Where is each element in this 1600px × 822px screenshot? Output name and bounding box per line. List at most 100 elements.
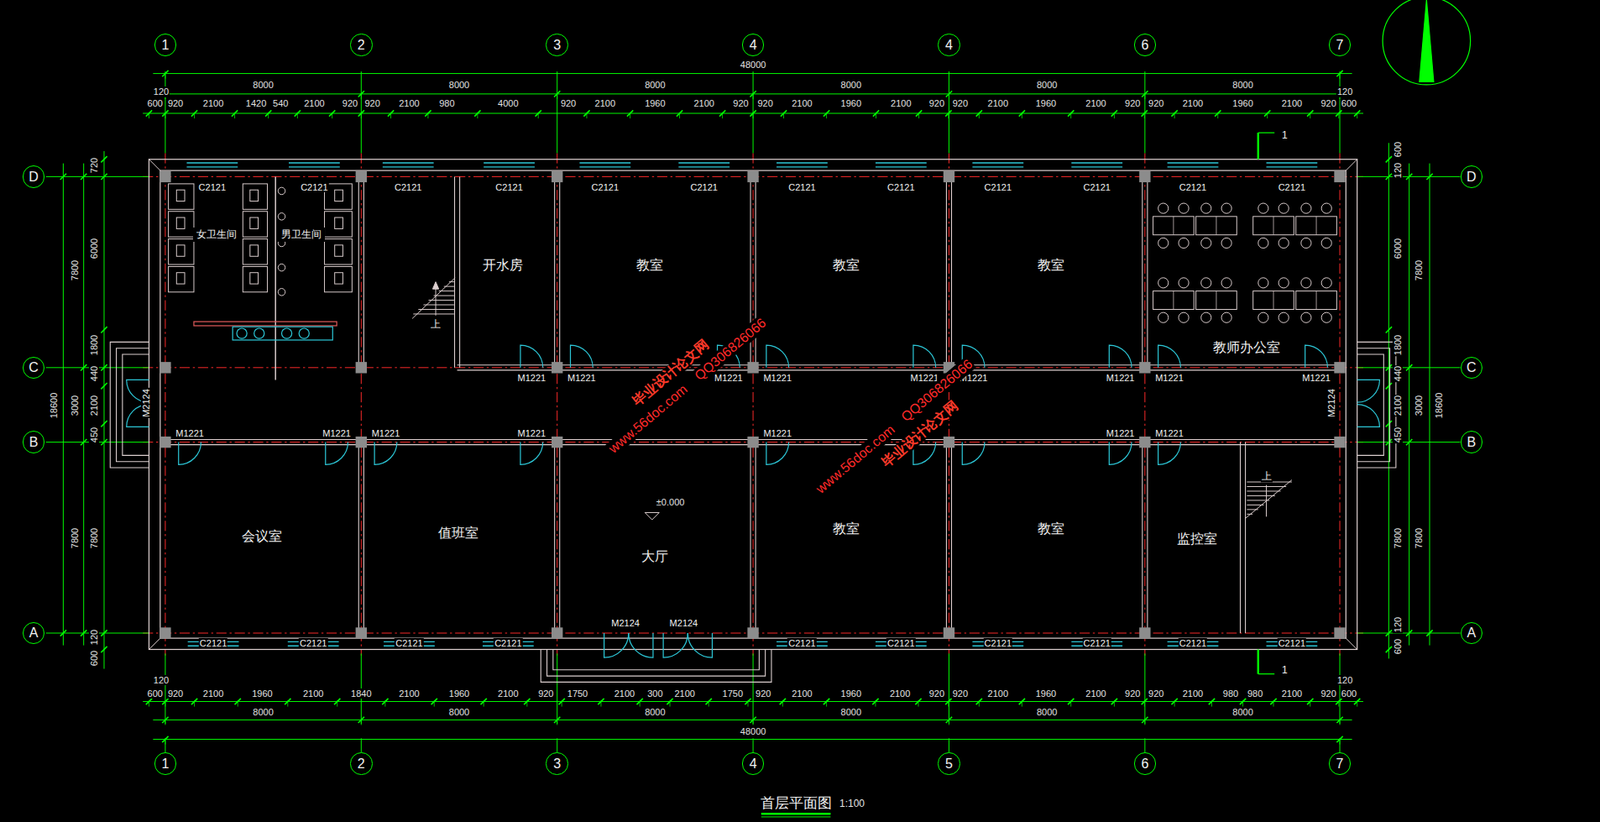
window-line (483, 162, 535, 163)
dimension-text: 920 (1147, 98, 1165, 109)
symbol-label: 1 (1281, 130, 1289, 142)
interior-wall (559, 442, 560, 633)
door-tag: M2124 (141, 388, 152, 419)
desk-divider (1316, 216, 1318, 236)
toilet-stall (324, 211, 353, 237)
toilet-fixture (334, 272, 344, 284)
dimension-text: 48000 (739, 59, 768, 70)
dimension-text: 2100 (790, 688, 813, 699)
chair (1278, 203, 1289, 214)
room-name: 会议室 (241, 528, 283, 544)
dimension-stub (918, 700, 920, 706)
door-swing (374, 442, 398, 466)
extension-line (556, 71, 558, 153)
column (943, 436, 955, 448)
dimension-stub (267, 112, 269, 119)
extension-line (752, 737, 754, 753)
level-mark (644, 512, 659, 521)
wall-corner (148, 159, 160, 171)
interior-wall (1146, 176, 1148, 367)
column (551, 436, 563, 448)
door-swing (766, 345, 790, 368)
door-tag: M1221 (321, 428, 352, 439)
room-label: 值班室 (434, 523, 482, 543)
axis-bubble: 7 (1328, 752, 1352, 775)
window-line (579, 162, 631, 163)
dimension-text: 1800 (88, 334, 100, 356)
dimension-stub (384, 700, 386, 706)
desk-divider (1273, 216, 1275, 236)
dimension-stub (629, 112, 631, 119)
dimension-text: 120 (152, 86, 170, 97)
extension-line (1144, 653, 1146, 724)
urinal (277, 288, 286, 297)
north-arrow-circle (1382, 0, 1471, 85)
chair (1301, 203, 1312, 214)
axis-number: B (29, 434, 39, 450)
desk (1253, 216, 1295, 236)
dimension-text: 4000 (496, 98, 519, 109)
window-tag: C2121 (1082, 182, 1112, 193)
dimension-text: 8000 (448, 79, 471, 90)
door-swing (178, 442, 202, 466)
room-name: 大厅 (641, 549, 669, 565)
dimension-text: 8000 (840, 79, 863, 90)
toilet-stall (324, 266, 353, 292)
axis-number: D (28, 169, 39, 185)
dimension-stub (1266, 112, 1268, 119)
axis-line (164, 152, 166, 655)
dimension-stub (1339, 72, 1341, 79)
dimension-stub (390, 112, 392, 119)
stair-tread (413, 313, 455, 314)
window-line (1167, 166, 1219, 168)
chair (1321, 203, 1332, 214)
dimension-text: 1960 (840, 688, 863, 699)
axis-bubble: 1 (154, 33, 178, 57)
door-tag: M2124 (1326, 388, 1337, 419)
door-swing (1357, 379, 1381, 403)
dimension-line (103, 151, 105, 670)
interior-wall (755, 442, 757, 633)
dimension-tick (60, 173, 67, 180)
dimension-stub (433, 700, 435, 706)
axis-number: C (28, 360, 39, 376)
chair (1201, 277, 1212, 288)
dimension-stub (948, 718, 950, 725)
interior-wall (559, 176, 560, 367)
interior-wall (363, 442, 365, 633)
axis-number: 7 (1336, 756, 1344, 772)
dimension-text: 7800 (1413, 259, 1424, 282)
dimension-stub (297, 112, 299, 119)
dimension-stub (721, 112, 723, 119)
window-tag: C2121 (1178, 182, 1208, 193)
dimension-stub (1273, 700, 1275, 706)
dimension-text: 120 (152, 674, 170, 685)
window-tag: C2121 (1178, 637, 1208, 649)
dimension-stub (1211, 700, 1213, 706)
title-underline (761, 812, 832, 815)
interior-wall (457, 369, 1340, 371)
door-swing (604, 632, 629, 658)
chair (1221, 277, 1232, 288)
dimension-tick (1385, 364, 1392, 371)
dimension-stub (234, 112, 236, 119)
dimension-text: 920 (167, 688, 184, 699)
door-swing (663, 632, 688, 658)
room-name: 教师办公室 (1213, 339, 1281, 356)
interior-wall (457, 364, 1340, 366)
dimension-tick (1406, 439, 1412, 445)
axis-number: A (29, 625, 39, 641)
toilet-stall (324, 239, 353, 265)
dimension-stub (538, 112, 539, 119)
interior-wall (554, 442, 555, 633)
dimension-text: 2100 (888, 688, 911, 699)
axis-number: A (1466, 625, 1476, 641)
axis-number: 1 (161, 37, 169, 53)
axis-bubble: D (22, 165, 46, 189)
column (551, 627, 563, 638)
dimension-stub (1339, 737, 1341, 744)
door-swing (1108, 442, 1132, 466)
window-tag: C2121 (299, 182, 329, 193)
dimension-text: 1420 (245, 98, 267, 109)
